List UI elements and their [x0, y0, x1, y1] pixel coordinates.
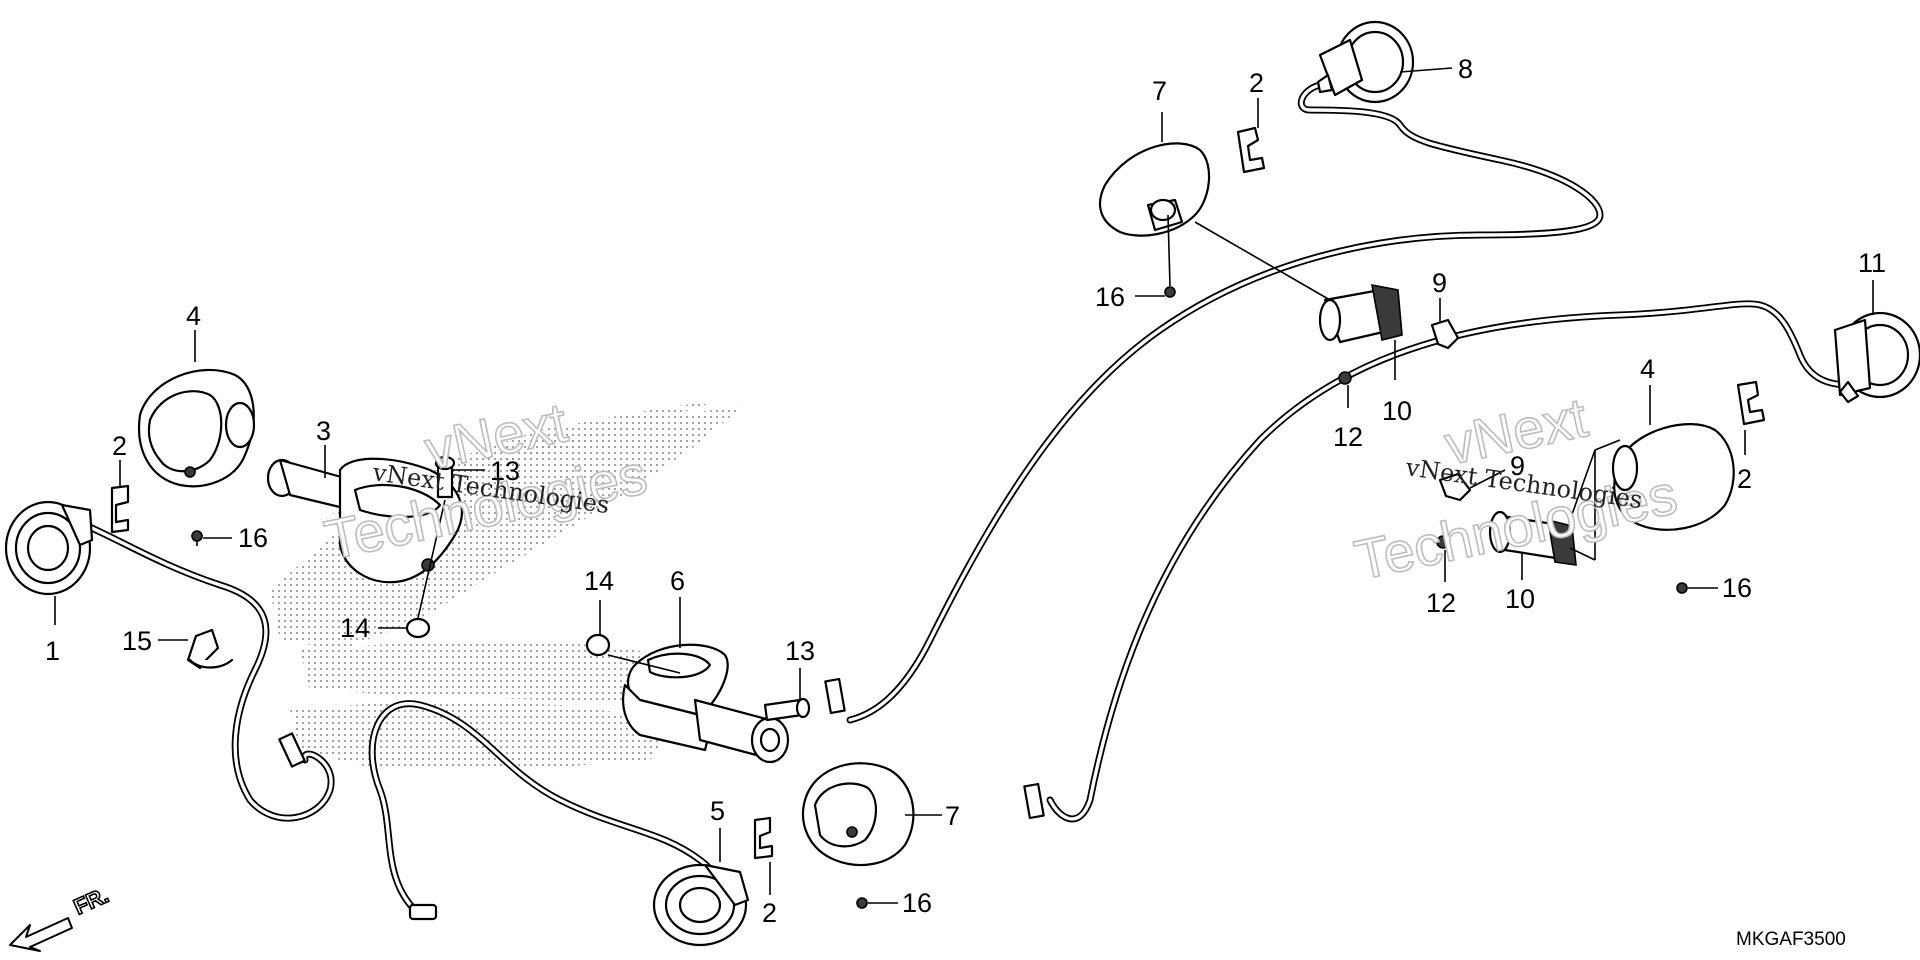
callout-6: 6: [670, 566, 685, 596]
callout-8: 8: [1458, 54, 1473, 84]
part-4-housing-left: [137, 368, 256, 488]
part-9-clip-right: [1438, 472, 1472, 502]
part-7-housing-bottom: [801, 762, 915, 867]
connector-plug-lower: [1023, 782, 1045, 820]
part-11-turn-signal-lens: [1833, 311, 1920, 404]
part-14-nut-center: [585, 633, 611, 657]
part-2-clip-upper: [1236, 126, 1266, 174]
callout-2-d: 2: [1737, 464, 1752, 494]
part-4-housing-right: [1611, 423, 1735, 531]
callout-14-b: 14: [584, 566, 614, 596]
part-16-screw-bottom: [856, 897, 868, 909]
part-10-socket-right: [1488, 510, 1577, 566]
front-arrow-icon: [9, 917, 73, 952]
part-2-clip-center: [753, 816, 774, 860]
callout-9-a: 9: [1432, 268, 1447, 298]
part-9-clip-upper: [1430, 318, 1460, 350]
part-2-clip-right: [1736, 380, 1766, 426]
callout-1-a: 1: [45, 636, 60, 666]
callout-9-b: 9: [1510, 451, 1525, 481]
callout-10-b: 10: [1505, 584, 1535, 614]
callout-2-c: 2: [1249, 68, 1264, 98]
callout-16-d: 16: [1722, 573, 1752, 603]
wire-harness-left: [81, 521, 335, 822]
part-3-stay: [266, 457, 463, 584]
callout-13-a: 13: [490, 456, 520, 486]
callout-12-b: 12: [1426, 588, 1456, 618]
part-15-clamp: [186, 628, 234, 670]
callout-16-a: 16: [238, 523, 268, 553]
wire-harness-center: [368, 700, 726, 919]
part-7-housing-upper: [1098, 142, 1211, 237]
part-6-stay: [622, 643, 790, 764]
callout-7-a: 7: [945, 801, 960, 831]
callout-4-a: 4: [186, 301, 201, 331]
callout-7-b: 7: [1152, 76, 1167, 106]
callout-14-a: 14: [340, 613, 370, 643]
callout-12-a: 12: [1333, 422, 1363, 452]
direction-label: FR.: [70, 882, 113, 919]
callout-10-a: 10: [1382, 396, 1412, 426]
callout-16-b: 16: [902, 888, 932, 918]
part-13-bolt-center: [763, 697, 811, 722]
callout-2-a: 2: [112, 431, 127, 461]
part-16-screw-upper: [1164, 286, 1176, 298]
callout-11: 11: [1858, 248, 1886, 278]
callout-5: 5: [710, 796, 725, 826]
callout-16-c: 16: [1095, 282, 1125, 312]
part-12-screw-upper: [1338, 371, 1352, 385]
part-16-screw-left: [191, 530, 203, 546]
callout-15: 15: [122, 626, 152, 656]
callout-3: 3: [316, 416, 331, 446]
part-10-socket-upper: [1318, 283, 1403, 344]
front-direction-indicator: FR.: [9, 882, 113, 952]
part-16-screw-right: [1676, 582, 1688, 594]
connector-plug-bottom-left: [408, 903, 438, 921]
part-13-bolt-left: [434, 455, 456, 499]
wire-long-upper: [846, 81, 1604, 724]
leader-lines: [54, 67, 1874, 904]
part-5-turn-signal-lens: [652, 863, 750, 947]
part-2-clip-left: [110, 484, 130, 534]
part-12-screw-right: [1436, 535, 1450, 549]
part-8-turn-signal-lens: [1316, 20, 1415, 104]
drawing-code: MKGAF3500: [1736, 929, 1846, 950]
part-1-turn-signal-lens: [4, 500, 94, 596]
callout-4-b: 4: [1640, 354, 1655, 384]
part-14-nut-left: [405, 617, 431, 639]
callout-2-b: 2: [762, 898, 777, 928]
connector-plug-left: [278, 732, 306, 768]
callouts: 1 2 3 4 16 15 13 14 14 6 13 5 2 7 16 7 2…: [45, 54, 1886, 928]
connector-plug-center: [824, 677, 846, 715]
callout-13-b: 13: [785, 636, 815, 666]
